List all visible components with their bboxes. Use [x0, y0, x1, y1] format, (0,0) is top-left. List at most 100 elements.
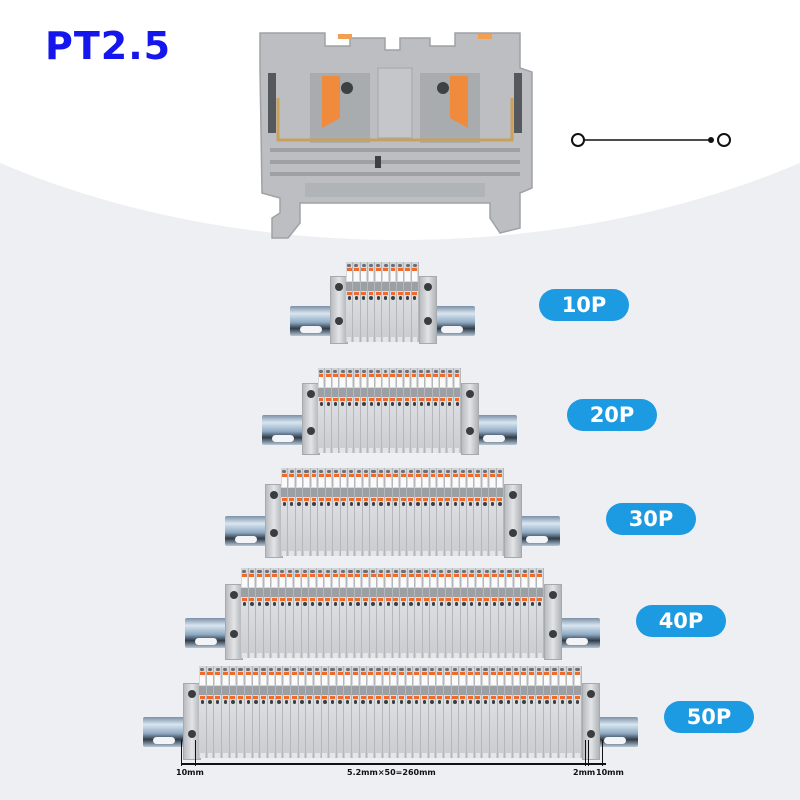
terminal-block	[332, 368, 340, 453]
terminal-block	[425, 368, 433, 453]
terminal-blocks	[241, 568, 545, 658]
terminal-block	[382, 368, 390, 453]
terminal-block	[325, 368, 333, 453]
dimension-right-end: 10mm	[596, 768, 624, 777]
terminal-block	[439, 368, 447, 453]
terminal-block	[331, 568, 340, 658]
terminal-block	[281, 468, 289, 556]
badge-50p: 50P	[664, 701, 754, 733]
terminal-block	[353, 368, 361, 453]
rail-slot	[153, 736, 175, 744]
terminal-block	[346, 262, 354, 342]
dimension-right-gap: 2mm	[573, 768, 596, 777]
rail-slot	[566, 637, 588, 645]
terminal-strip-40p	[185, 568, 600, 660]
terminal-block	[474, 666, 483, 758]
terminal-block	[252, 666, 261, 758]
terminal-block	[340, 468, 348, 556]
terminal-block	[360, 368, 369, 453]
terminal-block	[369, 568, 378, 658]
terminal-block	[536, 568, 545, 658]
terminal-strip-50p	[143, 666, 638, 760]
dimension-left-end: 10mm	[176, 768, 204, 777]
terminal-block	[452, 468, 460, 556]
rail-slot	[272, 434, 294, 442]
terminal-block	[375, 368, 383, 453]
terminal-block	[405, 666, 414, 758]
terminal-block	[377, 568, 385, 658]
badge-30p: 30P	[606, 503, 696, 535]
terminal-blocks	[318, 368, 462, 453]
rail-slot	[604, 736, 626, 744]
dimension-body: 5.2mm×50=260mm	[347, 768, 436, 777]
terminal-block	[256, 568, 264, 658]
dimension-tick	[181, 740, 182, 766]
terminal-block	[437, 468, 445, 556]
terminal-block	[333, 468, 341, 556]
terminal-block	[407, 568, 416, 658]
terminal-block	[512, 666, 521, 758]
terminal-block	[413, 666, 422, 758]
terminal-block	[438, 568, 446, 658]
terminal-block	[421, 666, 429, 758]
terminal-block	[339, 568, 348, 658]
terminal-block	[497, 666, 506, 758]
terminal-block	[275, 666, 284, 758]
terminal-block	[370, 468, 378, 556]
terminal-block	[384, 568, 393, 658]
terminal-block	[468, 568, 476, 658]
terminal-block	[498, 568, 507, 658]
terminal-block	[422, 468, 430, 556]
terminal-block	[377, 468, 386, 556]
terminal-block	[432, 368, 440, 453]
terminal-block	[489, 468, 497, 556]
terminal-block	[451, 666, 460, 758]
terminal-block	[543, 666, 552, 758]
terminal-block	[221, 666, 230, 758]
badge-10p: 10P	[539, 289, 629, 321]
end-stop	[582, 682, 600, 760]
terminal-block	[521, 568, 529, 658]
terminal-block	[278, 568, 287, 658]
terminal-block	[353, 262, 361, 342]
terminal-cutaway-image	[250, 28, 540, 243]
dimension-tick	[588, 740, 589, 766]
terminal-block	[392, 568, 401, 658]
terminal-block	[368, 368, 376, 453]
terminal-block	[411, 368, 419, 453]
terminal-block	[382, 262, 390, 342]
terminal-block	[352, 666, 360, 758]
terminal-block	[551, 666, 559, 758]
terminal-strip-20p	[262, 368, 517, 455]
terminal-block	[237, 666, 245, 758]
terminal-block	[324, 568, 332, 658]
end-stop	[419, 276, 437, 344]
terminal-block	[482, 666, 490, 758]
rail-slot	[526, 536, 548, 544]
terminal-block	[375, 262, 383, 342]
terminal-block	[339, 368, 347, 453]
terminal-block	[506, 568, 514, 658]
terminal-block	[367, 666, 376, 758]
terminal-block	[316, 568, 325, 658]
terminal-block	[271, 568, 279, 658]
end-stop	[504, 483, 522, 558]
dimension-tick	[195, 740, 196, 766]
rail-slot	[195, 637, 217, 645]
terminal-block	[445, 568, 454, 658]
terminal-block	[389, 262, 398, 342]
terminal-block	[407, 468, 415, 556]
terminal-strip-10p	[290, 262, 475, 344]
terminal-block	[359, 666, 368, 758]
terminal-block	[244, 666, 253, 758]
terminal-block	[241, 568, 249, 658]
terminal-block	[453, 368, 462, 453]
terminal-block	[355, 468, 363, 556]
terminal-block	[288, 468, 296, 556]
terminal-block	[418, 368, 426, 453]
terminal-block	[415, 568, 423, 658]
terminal-block	[404, 262, 412, 342]
terminal-block	[229, 666, 238, 758]
terminal-block	[286, 568, 295, 658]
dimension-line	[181, 763, 606, 765]
